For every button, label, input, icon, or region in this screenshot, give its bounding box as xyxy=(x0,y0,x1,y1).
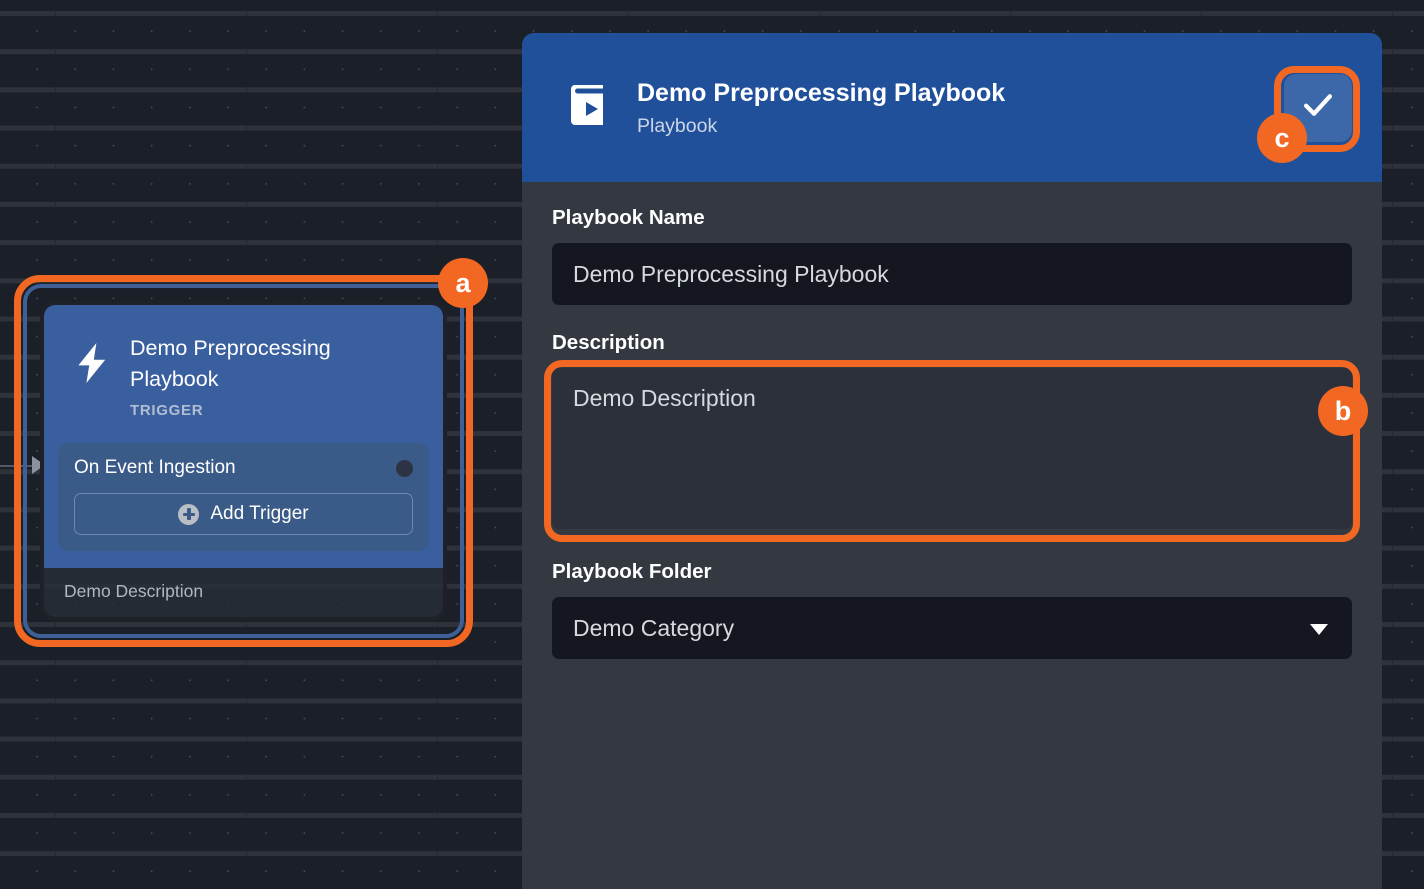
trigger-node-selection-ring: Demo Preprocessing Playbook TRIGGER On E… xyxy=(23,284,464,638)
playbook-name-label: Playbook Name xyxy=(552,206,705,229)
trigger-node-text: Demo Preprocessing Playbook TRIGGER xyxy=(130,333,360,419)
description-label: Description xyxy=(552,331,665,354)
panel-header-text: Demo Preprocessing Playbook Playbook xyxy=(637,78,1284,138)
panel-subtitle: Playbook xyxy=(637,114,718,137)
trigger-connector-dot[interactable] xyxy=(396,459,413,477)
playbook-folder-field-wrap: Demo Category xyxy=(552,597,1352,659)
panel-header: Demo Preprocessing Playbook Playbook xyxy=(522,33,1382,182)
trigger-node-body: Demo Preprocessing Playbook TRIGGER On E… xyxy=(44,305,443,617)
playbook-detail-panel: Demo Preprocessing Playbook Playbook Pla… xyxy=(522,33,1382,889)
trigger-node-description: Demo Description xyxy=(64,581,204,601)
trigger-node-border: Demo Preprocessing Playbook TRIGGER On E… xyxy=(40,301,447,621)
annotation-badge-a: a xyxy=(438,258,488,308)
playbook-folder-label: Playbook Folder xyxy=(552,560,712,583)
playbook-folder-select[interactable]: Demo Category xyxy=(552,597,1352,659)
trigger-node-subtitle: TRIGGER xyxy=(130,402,204,419)
add-trigger-label: Add Trigger xyxy=(210,503,309,524)
trigger-node-footer: Demo Description xyxy=(44,568,443,617)
panel-title: Demo Preprocessing Playbook xyxy=(637,78,1006,107)
chevron-down-icon[interactable] xyxy=(1310,624,1328,635)
lightning-bolt-icon xyxy=(68,339,116,392)
annotation-badge-c: c xyxy=(1257,113,1307,163)
playbook-folder-value: Demo Category xyxy=(573,614,735,641)
plus-circle-icon xyxy=(178,503,200,525)
add-trigger-button[interactable]: Add Trigger xyxy=(74,493,413,535)
annotation-badge-b: b xyxy=(1318,386,1368,436)
trigger-event-label: On Event Ingestion xyxy=(74,457,236,478)
trigger-section-head: On Event Ingestion xyxy=(74,457,413,479)
checkmark-icon xyxy=(1299,86,1337,129)
trigger-node-title-row: Demo Preprocessing Playbook TRIGGER xyxy=(58,321,429,419)
playbook-name-input[interactable] xyxy=(552,243,1352,305)
trigger-section: On Event Ingestion Add Trigger xyxy=(58,443,429,551)
playbook-book-play-icon xyxy=(568,82,610,133)
trigger-node-main: Demo Preprocessing Playbook TRIGGER On E… xyxy=(44,305,443,568)
description-textarea[interactable]: Demo Description xyxy=(552,368,1352,529)
description-field-wrap: Demo Description xyxy=(544,360,1360,542)
playbook-form: Playbook Name Description Demo Descripti… xyxy=(522,182,1382,659)
trigger-node-title: Demo Preprocessing Playbook xyxy=(130,336,331,391)
trigger-node-card[interactable]: Demo Preprocessing Playbook TRIGGER On E… xyxy=(14,275,473,647)
